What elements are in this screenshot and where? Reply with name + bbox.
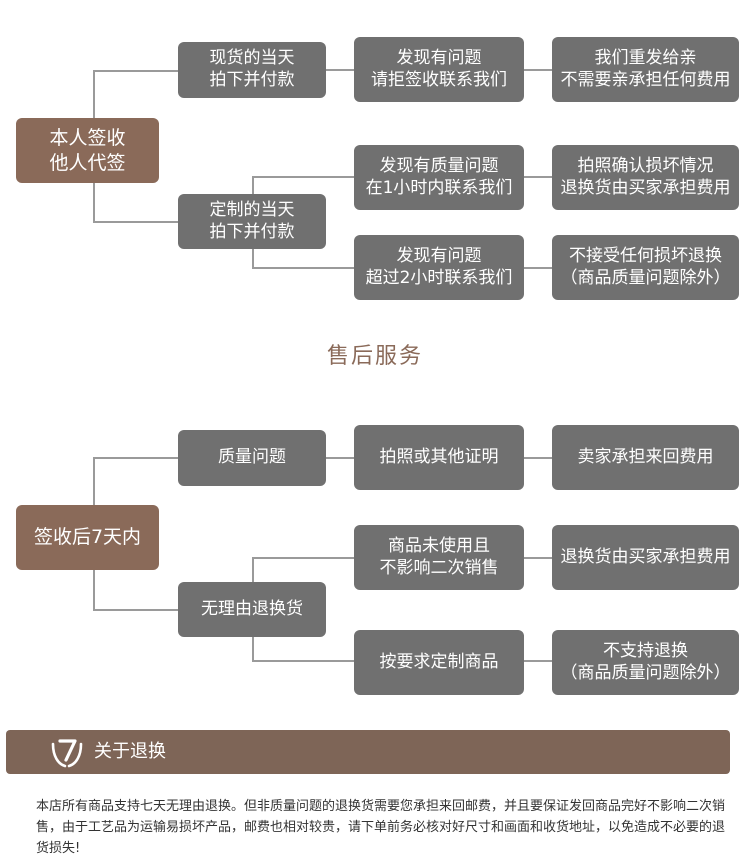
flow-node-custom-order: 定制的当天 拍下并付款 (178, 194, 326, 249)
connector-line (252, 176, 254, 194)
flow-node-problem-refuse: 发现有问题 请拒签收联系我们 (354, 37, 524, 102)
connector-line (93, 609, 179, 611)
connector-line (252, 636, 254, 661)
connector-line (252, 660, 354, 662)
connector-line (252, 557, 354, 559)
connector-line (523, 69, 553, 71)
connector-line (93, 570, 95, 610)
flow-node-quality-issue: 质量问题 (178, 430, 326, 486)
connector-line (252, 248, 254, 268)
return-policy-banner: 关于退换 (6, 730, 730, 774)
connector-line (252, 557, 254, 582)
connector-line (523, 267, 553, 269)
connector-line (93, 221, 179, 223)
flow-node-instock-order: 现货的当天 拍下并付款 (178, 42, 326, 98)
flow-node-photo-proof: 拍照或其他证明 (354, 425, 524, 490)
connector-line (93, 70, 179, 72)
flow-node-buyer-pays: 退换货由买家承担费用 (552, 525, 739, 590)
connector-line (523, 457, 553, 459)
flow-node-quality-1h: 发现有质量问题 在1小时内联系我们 (354, 145, 524, 210)
connector-line (93, 457, 179, 459)
flow-node-no-return: 不支持退换 （商品质量问题除外） (552, 630, 739, 695)
flow-node-no-damage-return: 不接受任何损坏退换 （商品质量问题除外） (552, 235, 739, 300)
return-policy-notice: 本店所有商品支持七天无理由退换。但非质量问题的退换货需要您承担来回邮费，并且要保… (36, 799, 726, 856)
connector-line (523, 660, 553, 662)
flow-node-custom-made: 按要求定制商品 (354, 630, 524, 695)
connector-line (93, 182, 95, 222)
connector-line (252, 267, 354, 269)
connector-line (523, 176, 553, 178)
flow-root-7days: 签收后7天内 (16, 505, 159, 570)
connector-line (325, 457, 354, 459)
connector-line (326, 69, 354, 71)
flow-root-signature: 本人签收 他人代签 (16, 118, 159, 183)
banner-title: 关于退换 (94, 741, 166, 762)
flow-node-no-reason-return: 无理由退换货 (178, 582, 326, 637)
section-title: 售后服务 (326, 344, 423, 369)
flow-node-over-2h: 发现有问题 超过2小时联系我们 (354, 235, 524, 300)
flow-node-photo-buyer-pays: 拍照确认损坏情况 退换货由买家承担费用 (552, 145, 739, 210)
flow-node-unused-resellable: 商品未使用且 不影响二次销售 (354, 525, 524, 590)
connector-line (252, 176, 354, 178)
connector-line (93, 70, 95, 118)
flow-node-seller-pays: 卖家承担来回费用 (552, 425, 739, 490)
connector-line (523, 557, 553, 559)
flow-node-resend-free: 我们重发给亲 不需要亲承担任何费用 (552, 37, 739, 102)
seven-day-return-icon (50, 736, 84, 768)
connector-line (93, 457, 95, 505)
